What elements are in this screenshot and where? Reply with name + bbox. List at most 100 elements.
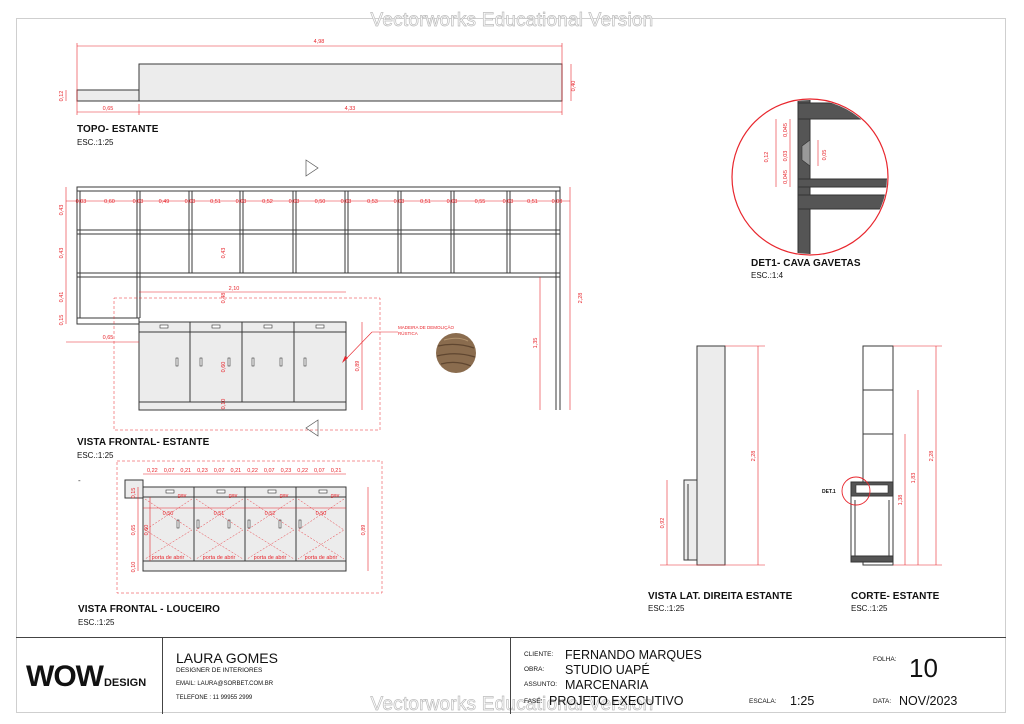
- logo-sub: DESIGN: [103, 677, 147, 689]
- dim-estante-width: 0,51: [210, 199, 221, 205]
- dim-estante-h1: 0,43: [59, 205, 65, 216]
- dim-corte-h2: 1,38: [898, 495, 904, 506]
- dim-estante-gap: 0,03: [447, 199, 458, 205]
- folha-label: FOLHA:: [873, 656, 897, 663]
- watermark-bottom: Vectorworks Educational Version: [370, 694, 654, 716]
- escala-value: 1:25: [790, 694, 815, 708]
- designer-name: LAURA GOMES: [176, 650, 278, 666]
- dim-estante-width: 0,52: [262, 199, 273, 205]
- label-porta-2: porta de abrir: [203, 555, 236, 561]
- dim-louceiro-top-item: 0,07: [164, 468, 175, 474]
- dim-topo-depth: 0,40: [571, 81, 577, 92]
- dim-louceiro-door-1: 0,50: [163, 511, 174, 517]
- dim-louceiro-top-item: 0,22: [147, 468, 158, 474]
- dim-louceiro-top-item: 0,22: [297, 468, 308, 474]
- tb-divider-2: [510, 638, 511, 714]
- title-frontal-louceiro: VISTA FRONTAL - LOUCEIRO: [78, 604, 221, 615]
- scale-lateral: ESC.:1:25: [648, 604, 685, 613]
- dim-estante-gap: 0,03: [289, 199, 300, 205]
- dim-lateral-total: 2,28: [751, 451, 757, 462]
- logo: WOWDESIGN: [26, 660, 146, 694]
- dim-louceiro-top-item: 0,07: [214, 468, 225, 474]
- designer-phone: TELEFONE : 11 99955 2999: [176, 695, 253, 701]
- escala-label: ESCALA:: [749, 698, 777, 705]
- dim-estante-lower: 1,35: [533, 338, 539, 349]
- logo-main: WOW: [26, 660, 104, 693]
- dim-louceiro-top-item: 0,07: [264, 468, 275, 474]
- dim-estante-gap: 0,03: [552, 199, 563, 205]
- dim-estante-gap: 0,03: [341, 199, 352, 205]
- dim-estante-mid-h: 0,43: [221, 248, 227, 259]
- label-gav-3: gav: [280, 493, 289, 499]
- dim-louceiro-top: 0,15: [131, 488, 137, 499]
- dim-topo-left: 0,65: [103, 106, 114, 112]
- title-lateral: VISTA LAT. DIREITA ESTANTE: [648, 591, 793, 602]
- dim-estante-width: 0,51: [420, 199, 431, 205]
- dim-det1-a: 0,12: [764, 152, 770, 163]
- title-frontal-estante: VISTA FRONTAL- ESTANTE: [77, 437, 210, 448]
- dim-topo-small: 0,12: [59, 91, 65, 102]
- lateral-drawing: 2,28 0,92: [660, 345, 765, 566]
- cliente-label: CLIENTE:: [524, 651, 554, 658]
- dim-louceiro-h: 0,89: [355, 361, 361, 372]
- topo-estante-drawing: 4,98 0,65 4,33 0,40 0,12: [59, 39, 577, 115]
- designer-email: EMAIL: LAURA@SORBET.COM.BR: [176, 681, 274, 687]
- dim-louceiro-top-item: 0,21: [331, 468, 342, 474]
- wood-texture-swatch: [436, 333, 476, 373]
- dim-estante-gap: 0,03: [394, 199, 405, 205]
- svg-text:-: -: [78, 476, 81, 485]
- dim-louceiro-top-item: 0,23: [197, 468, 208, 474]
- material-label-line2: RÚSTICA: [398, 330, 418, 336]
- cliente-value: FERNANDO MARQUES: [565, 648, 702, 662]
- dim-louceiro-top-item: 0,21: [180, 468, 191, 474]
- dim-corte-total: 2,28: [929, 451, 935, 462]
- watermark-top: Vectorworks Educational Version: [370, 10, 654, 32]
- corte-drawing: DET.1 2,28 1,83 1,38: [822, 345, 942, 566]
- folha-value: 10: [909, 653, 938, 683]
- dim-louceiro-door-4: 0,50: [316, 511, 327, 517]
- dim-estante-left: 0,65: [103, 335, 114, 341]
- dim-estante-door: 0,60: [221, 362, 227, 373]
- dim-louceiro-width: 2,10: [229, 286, 240, 292]
- dim-estante-h2: 0,43: [59, 248, 65, 259]
- dim-estante-mid-h3: 0,48: [221, 293, 227, 304]
- scale-topo: ESC.:1:25: [77, 138, 114, 147]
- dim-estante-gap: 0,03: [236, 199, 247, 205]
- fase-value: PROJETO EXECUTIVO: [549, 694, 684, 708]
- material-label-line1: MADEIRA DE DEMOLIÇÃO: [398, 324, 455, 330]
- dim-topo-right: 4,33: [345, 106, 356, 112]
- scale-corte: ESC.:1:25: [851, 604, 888, 613]
- dim-louceiro-top-item: 0,07: [314, 468, 325, 474]
- scale-det1: ESC.:1:4: [751, 271, 784, 280]
- designer-role: DESIGNER DE INTERIORES: [176, 667, 263, 674]
- det1-label: DET.1: [822, 489, 836, 495]
- obra-label: OBRA:: [524, 666, 545, 673]
- dim-estante-width: 0,55: [475, 199, 486, 205]
- dim-louceiro-total: 0,89: [361, 525, 367, 536]
- title-det1: DET1- CAVA GAVETAS: [751, 258, 861, 269]
- title-topo: TOPO- ESTANTE: [77, 124, 159, 135]
- label-porta-4: porta de abrir: [305, 555, 338, 561]
- dim-estante-width: 0,49: [159, 199, 170, 205]
- dim-louceiro-h1: 0,65: [131, 525, 137, 536]
- dim-louceiro-h2: 0,60: [144, 525, 150, 536]
- label-gav-4: gav: [331, 493, 340, 499]
- dim-louceiro-top-item: 0,22: [247, 468, 258, 474]
- assunto-label: ASSUNTO:: [524, 681, 558, 688]
- dim-estante-width: 0,51: [527, 199, 538, 205]
- dim-lateral-base: 0,92: [660, 518, 666, 529]
- dim-estante-plinth: 0,10: [221, 399, 227, 410]
- dim-estante-total: 2,28: [578, 293, 584, 304]
- label-porta-3: porta de abrir: [254, 555, 287, 561]
- dim-louceiro-h3: 0,10: [131, 562, 137, 573]
- det1-drawing: 0,12 0,045 0,03 0,045 0,05: [731, 98, 889, 256]
- dim-det1-b: 0,045: [783, 123, 789, 137]
- scale-frontal-estante: ESC.:1:25: [77, 451, 114, 460]
- dim-estante-width: 0,53: [367, 199, 378, 205]
- dim-louceiro-door-3: 0,52: [265, 511, 276, 517]
- dim-estante-gap: 0,03: [185, 199, 196, 205]
- title-corte: CORTE- ESTANTE: [851, 591, 940, 602]
